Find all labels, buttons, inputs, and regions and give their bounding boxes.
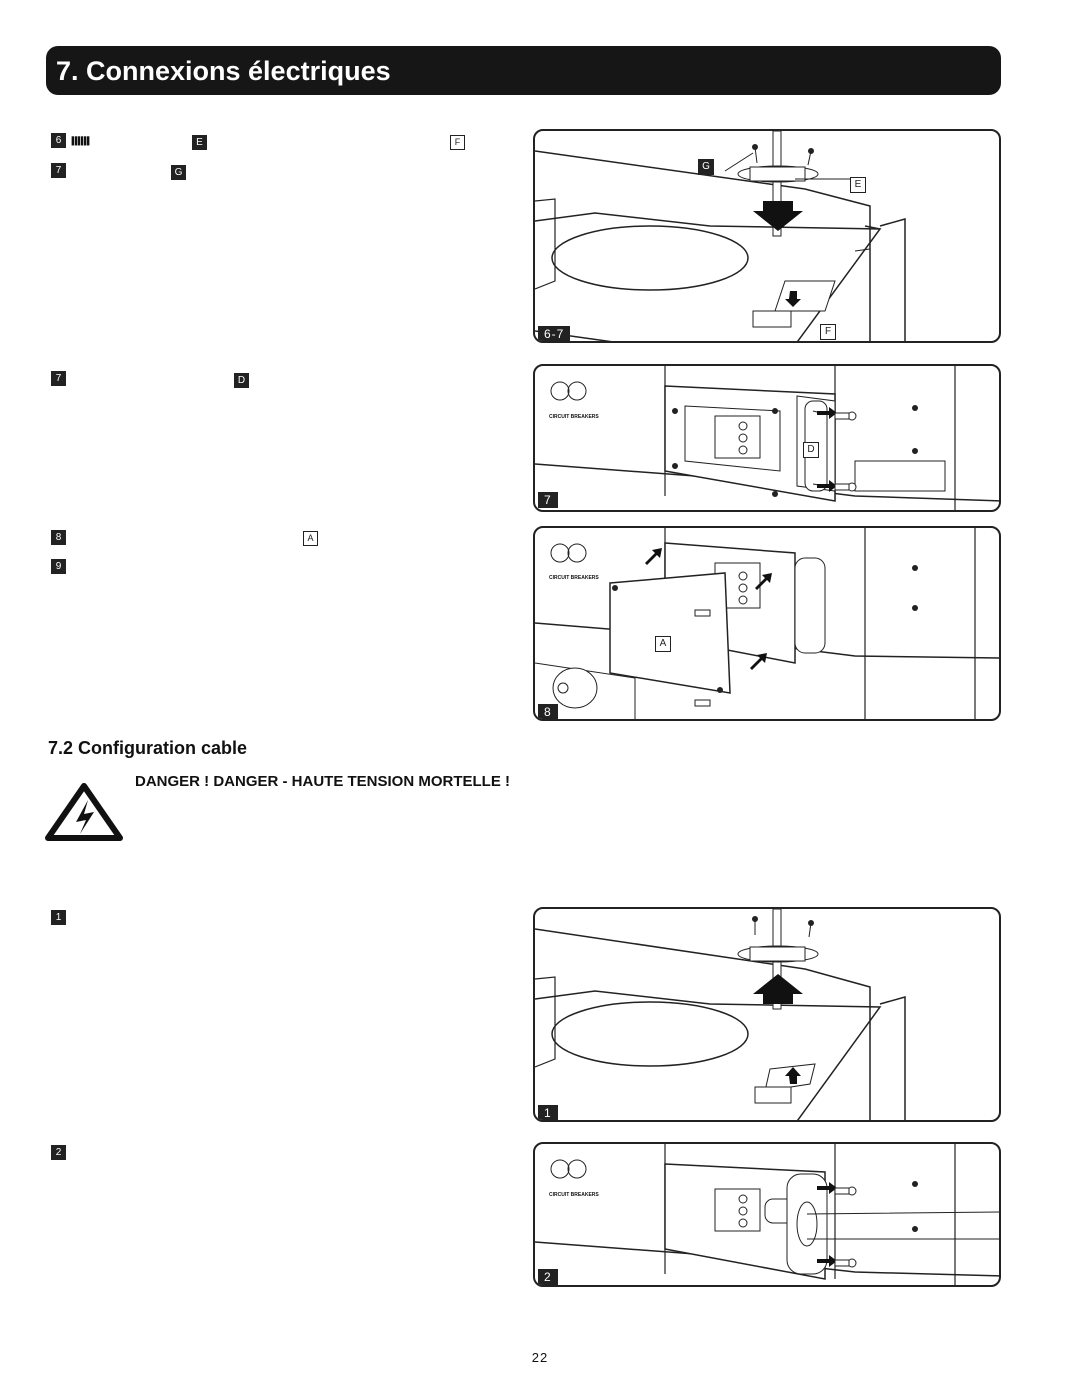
panel-illustration xyxy=(535,366,999,510)
step-number: 9 xyxy=(51,559,66,574)
callout-E-inline: E xyxy=(192,135,207,150)
figure-8: CIRCUIT BREAKERS A 8 xyxy=(533,526,1001,721)
step-number: 7 xyxy=(51,163,66,178)
page-number: 22 xyxy=(531,1350,549,1365)
step-number: 6 xyxy=(51,133,66,148)
figure-label: 1 xyxy=(538,1105,558,1120)
circuit-breakers-label: CIRCUIT BREAKERS xyxy=(549,575,599,581)
step-number: 7 xyxy=(51,371,66,386)
callout-A: A xyxy=(655,636,671,652)
section-heading-7-2: 7.2 Configuration cable xyxy=(48,738,248,758)
callout-F-inline: F xyxy=(450,135,465,150)
callout-D-inline: D xyxy=(234,373,249,388)
panel-illustration xyxy=(535,131,906,341)
callout-G-inline: G xyxy=(171,165,186,180)
panel-illustration xyxy=(535,909,906,1120)
figure-label: 8 xyxy=(538,704,558,719)
callout-G: G xyxy=(698,159,714,175)
callout-E: E xyxy=(850,177,866,193)
step-number: 1 xyxy=(51,910,66,925)
figure-7: CIRCUIT BREAKERS D 7 xyxy=(533,364,1001,512)
step-6: 6 ▮▮▮▮▮▮ xyxy=(51,133,105,148)
figure-label: 6-7 xyxy=(538,326,571,341)
callout-F: F xyxy=(820,324,836,340)
step-number: 8 xyxy=(51,530,66,545)
panel-illustration xyxy=(535,1144,999,1285)
figure-label: 7 xyxy=(538,492,558,508)
danger-warning-title: DANGER ! DANGER - HAUTE TENSION MORTELLE… xyxy=(135,773,510,790)
circuit-breakers-label: CIRCUIT BREAKERS xyxy=(549,1192,599,1198)
high-voltage-warning-icon xyxy=(45,783,123,841)
figure-2: CIRCUIT BREAKERS 2 xyxy=(533,1142,1001,1287)
section-title-bar: 7. Connexions électriques xyxy=(46,46,1001,95)
figure-label: 2 xyxy=(538,1269,558,1285)
figure-1: 1 xyxy=(533,907,1001,1122)
figure-6-7: G E F 6-7 xyxy=(533,129,1001,343)
circuit-breakers-label: CIRCUIT BREAKERS xyxy=(549,414,599,420)
callout-D: D xyxy=(803,442,819,458)
section-title: 7. Connexions électriques xyxy=(56,56,391,86)
step-number: 2 xyxy=(51,1145,66,1160)
panel-illustration xyxy=(535,528,999,719)
callout-A-inline: A xyxy=(303,531,318,546)
